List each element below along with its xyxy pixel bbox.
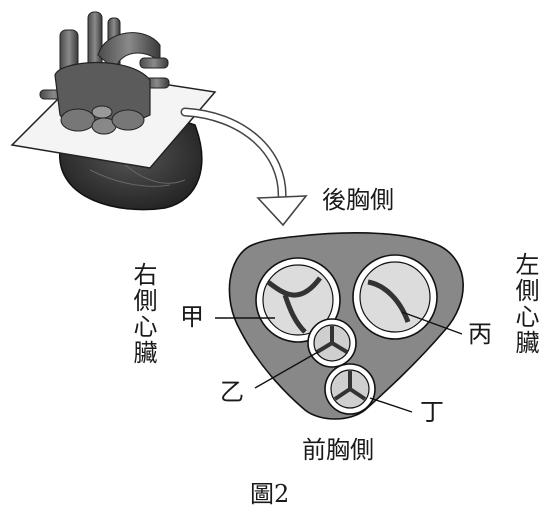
valve-jia-label: 甲 <box>180 305 204 329</box>
valve-yi <box>308 319 356 367</box>
valve-ding-label: 丁 <box>420 400 444 424</box>
anterior-label: 前胸側 <box>302 438 374 462</box>
valve-yi-label: 乙 <box>220 380 244 404</box>
right-heart-label: 右側心臟 <box>128 262 158 366</box>
posterior-label: 後胸側 <box>322 188 394 212</box>
leader-ding <box>370 398 412 412</box>
valve-ding <box>325 364 375 414</box>
arrow-head <box>258 196 306 225</box>
figure-caption: 圖2 <box>250 482 289 506</box>
valve-bing-label: 丙 <box>468 322 492 346</box>
left-heart-label: 左側心臟 <box>510 252 540 356</box>
curved-arrow <box>185 112 306 225</box>
valve-cross-section <box>215 233 463 419</box>
valve-bing <box>353 255 437 339</box>
